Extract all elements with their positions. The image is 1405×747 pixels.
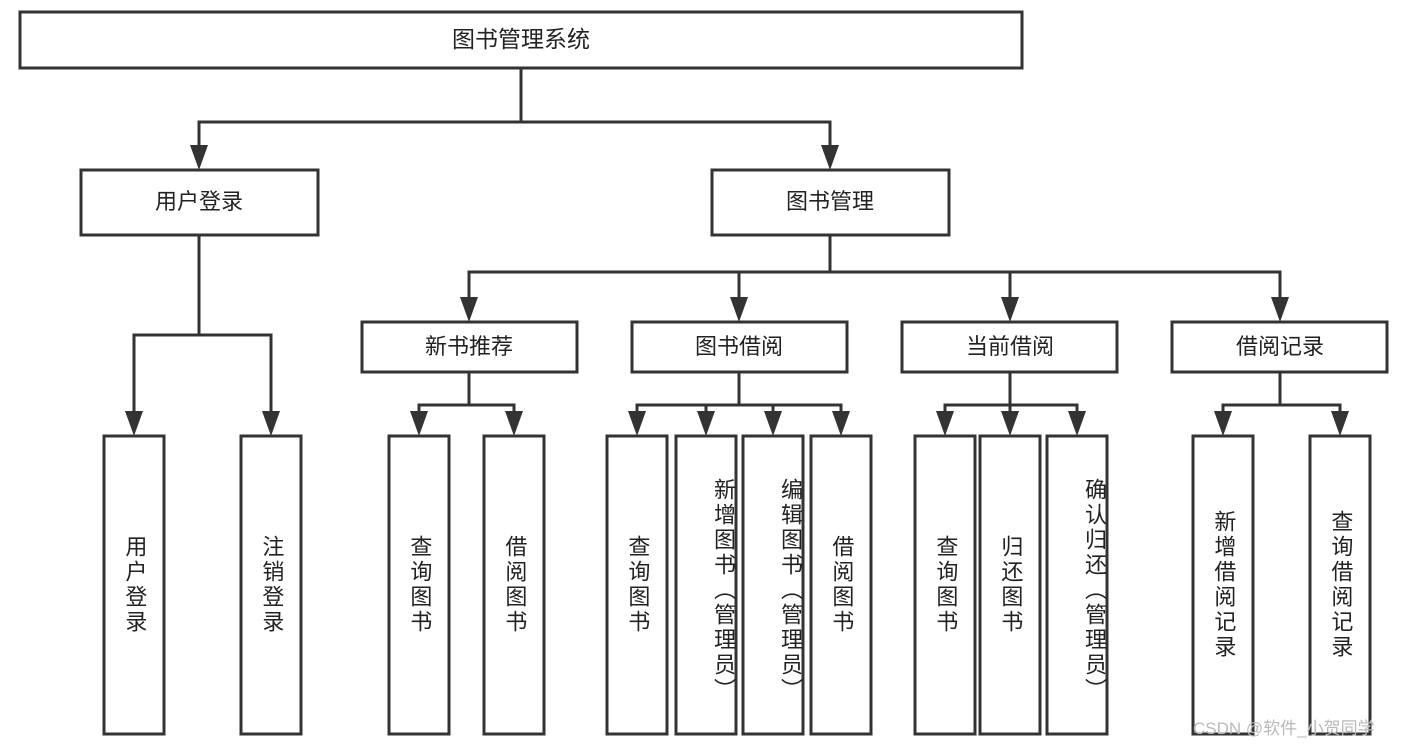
node-root-label: 图书管理系统 <box>452 26 590 52</box>
node-leaf-user-login-box[interactable] <box>102 434 166 736</box>
node-new-book-recommend-box[interactable] <box>360 320 579 374</box>
node-leaf-borrow-book-1-box[interactable] <box>482 434 546 736</box>
arrow-head-leaf-add-book <box>697 411 715 436</box>
node-leaf-query-book-1-box[interactable] <box>387 434 451 736</box>
node-root[interactable]: 图书管理系统 <box>18 10 1024 70</box>
node-current-borrow-label: 当前借阅 <box>966 334 1054 359</box>
arrow-head-leaf-confirm-return <box>1068 411 1086 436</box>
arrow-head-leaf-logout-login <box>262 411 280 436</box>
node-leaf-borrow-book-2-box[interactable] <box>809 434 873 736</box>
node-leaf-confirm-return-box[interactable] <box>1045 434 1109 736</box>
arrow-head-user-login <box>190 145 208 170</box>
arrow-head-book-management <box>821 145 839 170</box>
node-borrow-record-label: 借阅记录 <box>1236 334 1324 359</box>
arrow-head-leaf-query-book-1 <box>410 411 428 436</box>
node-leaf-query-book-3-box[interactable] <box>913 434 977 736</box>
arrow-head-new-book-recommend <box>460 297 478 322</box>
arrow-head-leaf-query-book-2 <box>628 411 646 436</box>
arrow-head-current-borrow <box>1001 297 1019 322</box>
node-book-management-box[interactable] <box>710 168 951 237</box>
arrow-head-book-borrow <box>730 297 748 322</box>
arrow-head-leaf-return-book <box>1001 411 1019 436</box>
connector-group <box>125 66 1349 436</box>
node-borrow-record[interactable]: 借阅记录 <box>1170 320 1389 374</box>
node-new-book-recommend-label: 新书推荐 <box>425 334 513 359</box>
node-leaf-add-record-box[interactable] <box>1191 434 1255 736</box>
node-book-management-label: 图书管理 <box>786 189 874 214</box>
leaf-box-group <box>102 434 1372 736</box>
node-book-borrow[interactable]: 图书借阅 <box>630 320 849 374</box>
node-leaf-query-book-2-box[interactable] <box>605 434 669 736</box>
node-user-login-box[interactable] <box>79 168 320 237</box>
node-current-borrow[interactable]: 当前借阅 <box>900 320 1119 374</box>
node-root-box[interactable] <box>18 10 1024 70</box>
node-new-book-recommend[interactable]: 新书推荐 <box>360 320 579 374</box>
node-user-login[interactable]: 用户登录 <box>79 168 320 237</box>
arrow-head-leaf-user-login <box>125 411 143 436</box>
node-current-borrow-box[interactable] <box>900 320 1119 374</box>
arrow-head-leaf-borrow-book-1 <box>505 411 523 436</box>
node-borrow-record-box[interactable] <box>1170 320 1389 374</box>
node-leaf-logout-login-box[interactable] <box>239 434 303 736</box>
node-leaf-return-book-box[interactable] <box>978 434 1042 736</box>
node-book-borrow-label: 图书借阅 <box>695 334 783 359</box>
arrow-head-borrow-record <box>1271 297 1289 322</box>
node-leaf-add-book-box[interactable] <box>674 434 738 736</box>
csdn-watermark: CSDN @软件_小贺同学 <box>1193 719 1375 738</box>
arrow-head-leaf-query-book-3 <box>936 411 954 436</box>
arrow-head-leaf-query-record <box>1331 411 1349 436</box>
arrow-head-leaf-add-record <box>1214 411 1232 436</box>
node-book-borrow-box[interactable] <box>630 320 849 374</box>
node-book-management[interactable]: 图书管理 <box>710 168 951 237</box>
node-leaf-edit-book-box[interactable] <box>741 434 805 736</box>
node-user-login-label: 用户登录 <box>155 189 243 214</box>
arrow-head-leaf-borrow-book-2 <box>832 411 850 436</box>
arrow-head-leaf-edit-book <box>764 411 782 436</box>
node-leaf-query-record-box[interactable] <box>1308 434 1372 736</box>
